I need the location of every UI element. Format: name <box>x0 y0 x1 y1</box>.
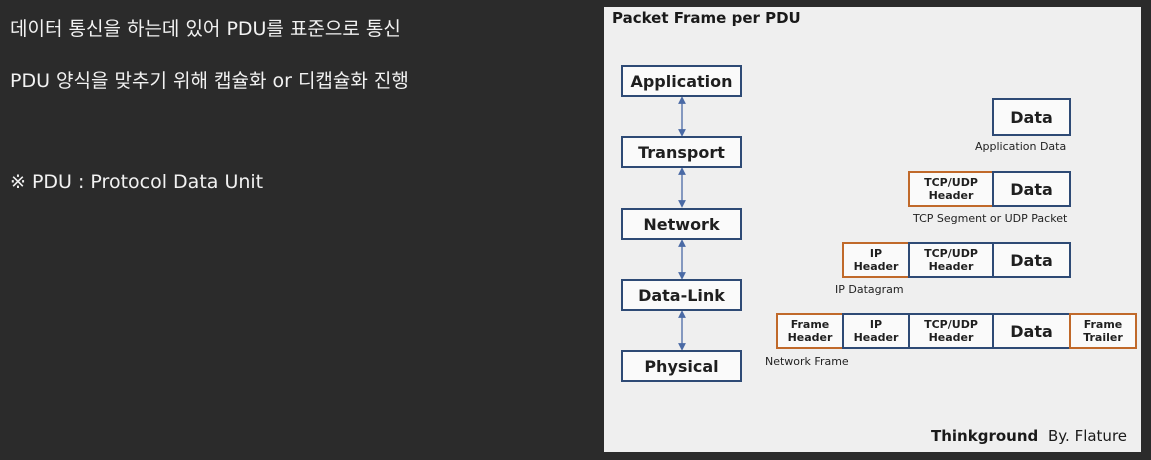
layer-network: Network <box>621 208 742 240</box>
caption-application-data: Application Data <box>975 140 1067 153</box>
caption-tcp-segment: TCP Segment or UDP Packet <box>913 212 1068 225</box>
app-data-box: Data <box>992 98 1071 136</box>
frame-tcp-header-box: TCP/UDP Header <box>908 313 994 349</box>
slide-line-1: 데이터 통신을 하는데 있어 PDU를 표준으로 통신 <box>10 18 401 40</box>
frame-ip-header-box: IP Header <box>842 313 910 349</box>
layer-transport: Transport <box>621 136 742 168</box>
pdu-diagram-panel: Packet Frame per PDU Application Transpo… <box>604 7 1141 452</box>
layer-arrows <box>678 96 686 351</box>
author-credit: By. Flature <box>1048 427 1128 445</box>
brand-thinkground: Thinkground <box>931 427 1039 445</box>
frame-trailer-box: Frame Trailer <box>1069 313 1137 349</box>
diagram-title: Packet Frame per PDU <box>612 9 801 27</box>
caption-network-frame: Network Frame <box>765 355 849 368</box>
tcp-header-box: TCP/UDP Header <box>908 171 994 207</box>
layer-application: Application <box>621 65 742 97</box>
slide-line-2: PDU 양식을 맞추기 위해 캡슐화 or 디캡슐화 진행 <box>10 70 409 92</box>
slide-line-3: ※ PDU : Protocol Data Unit <box>10 171 264 193</box>
layer-data-link: Data-Link <box>621 279 742 311</box>
transport-data-box: Data <box>992 171 1071 207</box>
network-data-box: Data <box>992 242 1071 278</box>
frame-header-box: Frame Header <box>776 313 844 349</box>
network-tcp-header-box: TCP/UDP Header <box>908 242 994 278</box>
frame-data-box: Data <box>992 313 1071 349</box>
caption-ip-datagram: IP Datagram <box>835 283 904 296</box>
layer-physical: Physical <box>621 350 742 382</box>
ip-header-box: IP Header <box>842 242 910 278</box>
